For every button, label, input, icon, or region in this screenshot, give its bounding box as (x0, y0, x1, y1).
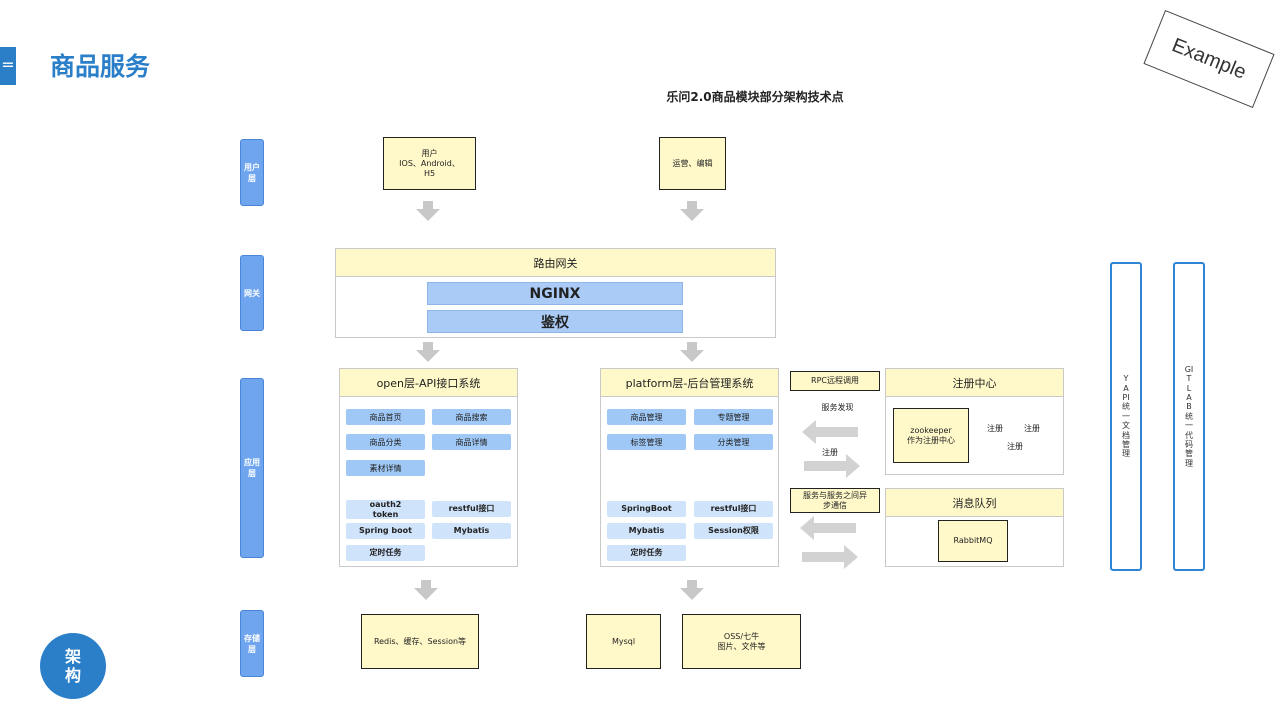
title-marker: = (0, 47, 16, 85)
mq-title: 消息队列 (886, 489, 1063, 517)
feature-chip: 商品管理 (607, 409, 686, 425)
registry-panel: 注册中心 zookeeper 作为注册中心 注册 注册 注册 (885, 368, 1064, 475)
arrow-down-icon (680, 342, 704, 362)
feature-chip: 标签管理 (607, 434, 686, 450)
arrow-right-icon (802, 545, 858, 569)
arrow-down-icon (416, 342, 440, 362)
register-label: 注册 (822, 448, 838, 457)
tech-chip: SpringBoot (607, 501, 686, 517)
tech-chip: 定时任务 (607, 545, 686, 561)
auth-bar: 鉴权 (427, 310, 683, 333)
tech-chip: 定时任务 (346, 545, 425, 561)
zookeeper-box: zookeeper 作为注册中心 (893, 408, 969, 463)
reg-label-1: 注册 (987, 424, 1003, 433)
feature-chip: 商品分类 (346, 434, 425, 450)
feature-chip: 商品搜索 (432, 409, 511, 425)
nginx-bar: NGINX (427, 282, 683, 305)
arrow-down-icon (680, 580, 704, 600)
registry-title: 注册中心 (886, 369, 1063, 397)
mq-panel: 消息队列 RabbitMQ (885, 488, 1064, 567)
layer-tag-app: 应用层 (240, 378, 264, 558)
oss-box: OSS/七牛 图片、文件等 (682, 614, 801, 669)
mysql-box: Mysql (586, 614, 661, 669)
reg-label-3: 注册 (1003, 441, 1027, 452)
page-title: 商品服务 (50, 52, 151, 81)
arrow-down-icon (680, 201, 704, 221)
platform-panel-title: platform层-后台管理系统 (601, 369, 778, 397)
layer-tag-user: 用户层 (240, 139, 264, 206)
arrow-down-icon (416, 201, 440, 221)
async-label: 服务与服务之间异 步通信 (790, 488, 880, 513)
layer-tag-gateway: 网关 (240, 255, 264, 331)
tech-chip: restful接口 (694, 501, 773, 517)
rpc-label: RPC远程调用 (790, 371, 880, 391)
ops-box: 运营、编辑 (659, 137, 726, 190)
feature-chip: 专题管理 (694, 409, 773, 425)
platform-panel: platform层-后台管理系统 商品管理 专题管理 标签管理 分类管理 Spr… (600, 368, 779, 567)
arrow-left-icon (800, 516, 856, 540)
rabbitmq-box: RabbitMQ (938, 520, 1008, 562)
feature-chip: 分类管理 (694, 434, 773, 450)
architecture-badge: 架 构 (40, 633, 106, 699)
tech-chip: Mybatis (432, 523, 511, 539)
gitlab-label: GITLAB统一代码管理 (1184, 364, 1194, 468)
tech-chip: Spring boot (346, 523, 425, 539)
tech-chip: Mybatis (607, 523, 686, 539)
yapi-label: YAPI统一文档管理 (1122, 374, 1130, 459)
tech-chip: Session权限 (694, 523, 773, 539)
redis-box: Redis、缓存、Session等 (361, 614, 479, 669)
reg-label-2: 注册 (1024, 424, 1040, 433)
tech-chip: oauth2 token (346, 500, 425, 519)
arrow-left-icon (802, 420, 858, 444)
diagram-title: 乐问2.0商品模块部分架构技术点 (666, 90, 844, 104)
feature-chip: 素材详情 (346, 460, 425, 476)
open-panel: open层-API接口系统 商品首页 商品搜索 商品分类 商品详情 素材详情 o… (339, 368, 518, 567)
feature-chip: 商品首页 (346, 409, 425, 425)
arrow-down-icon (414, 580, 438, 600)
gateway-title: 路由网关 (336, 249, 775, 277)
yapi-column: YAPI统一文档管理 (1110, 262, 1142, 571)
layer-tag-storage: 存储层 (240, 610, 264, 677)
gitlab-column: GITLAB统一代码管理 (1173, 262, 1205, 571)
discovery-label: 服务发现 (821, 403, 854, 412)
feature-chip: 商品详情 (432, 434, 511, 450)
user-clients-box: 用户 IOS、Android、 H5 (383, 137, 476, 190)
tech-chip: restful接口 (432, 501, 511, 517)
gateway-panel: 路由网关 NGINX 鉴权 (335, 248, 776, 338)
open-panel-title: open层-API接口系统 (340, 369, 517, 397)
